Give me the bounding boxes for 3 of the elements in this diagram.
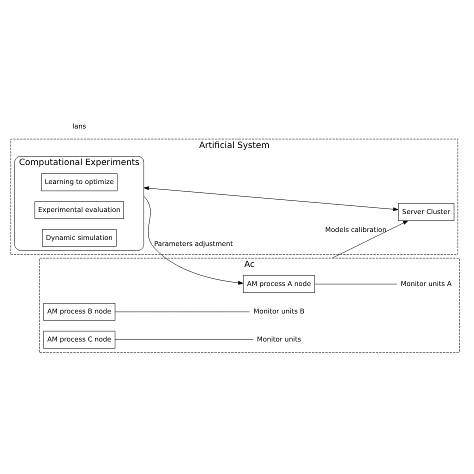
arrow — [332, 220, 408, 258]
arrow — [144, 186, 398, 212]
arrow — [144, 196, 244, 285]
